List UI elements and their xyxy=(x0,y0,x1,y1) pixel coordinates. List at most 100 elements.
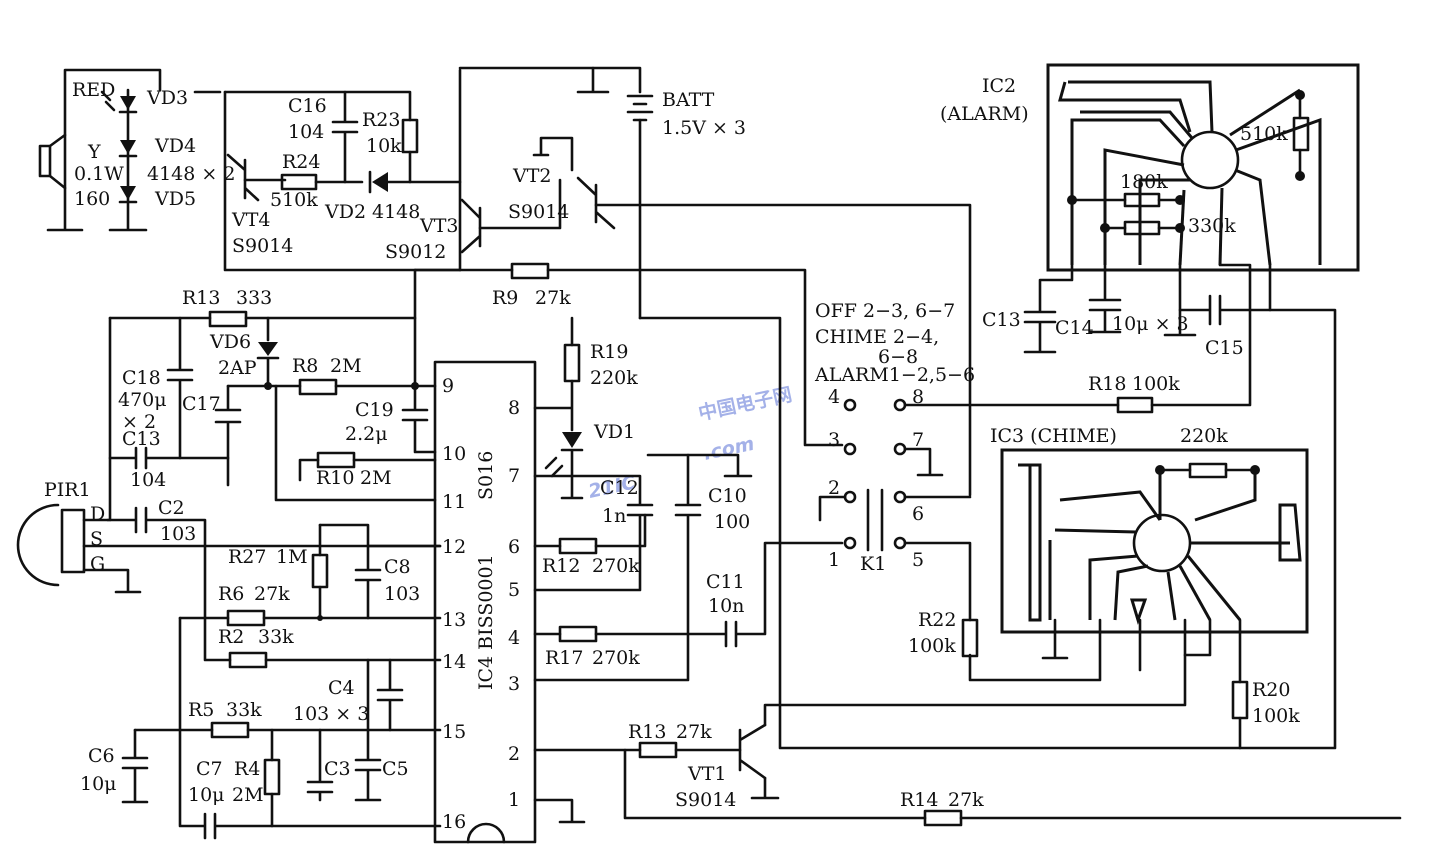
diode-vd6-icon xyxy=(258,342,278,356)
label-vt1t: S9014 xyxy=(675,789,736,811)
label-vt4t: S9014 xyxy=(232,235,293,257)
label-c2v: 103 xyxy=(160,523,196,545)
label-c6: C6 xyxy=(88,745,115,767)
label-r23: R23 xyxy=(362,109,400,131)
driver-section: C16 104 R23 10k R24 510k VD2 4148 VT4 S9… xyxy=(193,68,562,272)
ic4-biss0001: S016 IC4 BISS0001 9 10 11 12 13 14 15 16… xyxy=(433,360,537,844)
label-k8: 8 xyxy=(912,386,924,408)
pin-14: 14 xyxy=(442,651,466,673)
label-r22: R22 xyxy=(918,609,956,631)
resistor-r9 xyxy=(510,262,550,280)
pin-3: 3 xyxy=(508,673,520,695)
resistor-r6 xyxy=(226,609,266,627)
label-vt1: VT1 xyxy=(687,763,726,785)
label-c6v: 10μ xyxy=(80,773,117,795)
label-vt3t: S9012 xyxy=(385,241,446,263)
watermark-dotcom: .com xyxy=(701,433,756,465)
output-driver-vt1: R13 27k VT1 S9014 R14 27k xyxy=(533,721,1402,827)
label-c14v: 10μ × 3 xyxy=(1112,313,1189,335)
resistor-r17 xyxy=(558,625,598,643)
label-c16v: 104 xyxy=(288,121,324,143)
label-sw-68: 6−8 xyxy=(878,346,918,368)
ic3-board xyxy=(1000,448,1309,634)
label-k2: 2 xyxy=(828,477,840,499)
label-vt4: VT4 xyxy=(231,209,270,231)
battery-icon xyxy=(626,94,654,122)
pin-13: 13 xyxy=(442,609,466,631)
label-r20: R20 xyxy=(1252,679,1290,701)
label-c7v: 10μ xyxy=(188,784,225,806)
label-c8: C8 xyxy=(384,556,411,578)
label-r5v: 33k xyxy=(226,699,262,721)
label-red: RED xyxy=(72,79,115,101)
led-vd3-icon xyxy=(120,96,136,110)
label-r6v: 27k xyxy=(254,583,290,605)
label-c5: C5 xyxy=(382,758,409,780)
pin-12: 12 xyxy=(442,536,466,558)
label-ic2: IC2 xyxy=(982,75,1016,97)
label-c10v: 100 xyxy=(714,511,750,533)
label-r19v: 220k xyxy=(590,367,638,389)
resistor-r2 xyxy=(228,651,268,669)
label-k4: 4 xyxy=(828,386,840,408)
label-4148x2: 4148 × 2 xyxy=(147,163,235,185)
pin-11: 11 xyxy=(442,491,466,513)
resistor-r12 xyxy=(558,537,598,555)
label-batt: BATT xyxy=(662,89,715,111)
battery-section: BATT 1.5V × 3 VT2 S9014 R9 27k xyxy=(413,66,972,497)
label-battv: 1.5V × 3 xyxy=(662,117,746,139)
transistor-vt1-icon xyxy=(738,723,767,780)
label-r24v: 510k xyxy=(270,189,318,211)
label-y: Y xyxy=(87,141,101,163)
label-vd3: VD3 xyxy=(146,87,188,109)
label-r13av: 333 xyxy=(236,287,272,309)
label-r13a: R13 xyxy=(182,287,220,309)
label-s016: S016 xyxy=(475,451,497,500)
resistor-r8 xyxy=(298,378,338,396)
pin-15: 15 xyxy=(442,721,466,743)
resistor-r4 xyxy=(263,758,281,796)
label-160: 160 xyxy=(74,188,110,210)
label-r13b: R13 xyxy=(628,721,666,743)
label-vt3: VT3 xyxy=(419,215,458,237)
label-r4v: 2M xyxy=(232,784,264,806)
pin-9: 9 xyxy=(442,375,454,397)
label-sw-off: OFF 2−3, 6−7 xyxy=(815,300,955,322)
label-r27: R27 xyxy=(228,546,266,568)
pin-2: 2 xyxy=(508,743,520,765)
resistor-r24 xyxy=(280,173,318,191)
pin-16: 16 xyxy=(442,811,466,833)
label-r4: R4 xyxy=(234,758,260,780)
label-r10v: 2M xyxy=(360,467,392,489)
label-r6: R6 xyxy=(218,583,244,605)
label-c14: C14 xyxy=(1055,317,1094,339)
label-c18: C18 xyxy=(122,367,161,389)
resistor-r10 xyxy=(316,451,356,469)
resistor-r19 xyxy=(563,343,581,383)
mode-switch-k1: OFF 2−3, 6−7 CHIME 2−4, 6−8 ALARM1−2,5−6… xyxy=(814,300,1180,622)
label-vd6v: 2AP xyxy=(218,357,257,379)
label-r13bv: 27k xyxy=(676,721,712,743)
label-pir1: PIR1 xyxy=(44,479,91,501)
label-c19v: 2.2μ xyxy=(345,423,388,445)
label-r17v: 270k xyxy=(592,647,640,669)
pin-1: 1 xyxy=(508,789,520,811)
pir-sensor-icon xyxy=(16,503,60,587)
speaker-icon xyxy=(38,144,52,178)
ic2-alarm-module: IC2 (ALARM) 510k 180k 330k xyxy=(638,63,1360,750)
label-r17: R17 xyxy=(545,647,583,669)
label-r12v: 270k xyxy=(592,555,640,577)
label-ic2n: (ALARM) xyxy=(940,103,1029,125)
label-vd5: VD5 xyxy=(154,188,196,210)
label-r19: R19 xyxy=(590,341,628,363)
resistor-ic2-510k xyxy=(1292,116,1310,152)
resistor-r14 xyxy=(923,809,963,827)
label-c12: C12 xyxy=(600,477,639,499)
label-r8: R8 xyxy=(292,355,318,377)
diode-vd2-icon xyxy=(372,172,388,192)
label-c11: C11 xyxy=(706,571,745,593)
label-spk-w: 0.1W xyxy=(74,163,124,185)
amplifier-network: R27 1M C8 103 R6 27k R2 33k C4 103 × 3 R… xyxy=(80,523,586,840)
label-510k: 510k xyxy=(1240,123,1288,145)
power-filter-section: R13 333 VD6 2AP R8 2M C18 470μ × 2 C17 C… xyxy=(108,268,437,522)
